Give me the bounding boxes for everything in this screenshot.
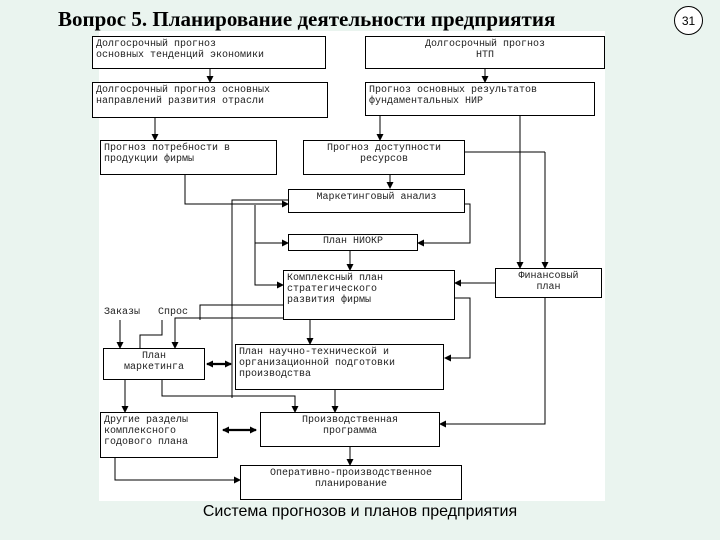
financial-plan-box: Финансовый план — [495, 268, 602, 298]
orders-label: Заказы — [104, 307, 141, 318]
strategic-plan-box: Комплексный план стратегического развити… — [283, 270, 455, 320]
other-sections-box: Другие разделы комплексного годового пла… — [100, 412, 218, 458]
operational-planning-box: Оперативно-производственное планирование — [240, 465, 462, 500]
stp-forecast-box: Долгосрочный прогноз НТП — [365, 36, 605, 69]
econ-forecast-box: Долгосрочный прогноз основных тенденций … — [92, 36, 326, 69]
demand-forecast-box: Прогноз потребности в продукции фирмы — [100, 140, 277, 175]
tech-plan-box: План научно-технической и организационно… — [235, 344, 444, 390]
industry-forecast-box: Долгосрочный прогноз основных направлени… — [92, 82, 328, 118]
niokr-plan-box: План НИОКР — [288, 234, 418, 251]
diagram-caption: Система прогнозов и планов предприятия — [202, 503, 518, 520]
resource-forecast-box: Прогноз доступности ресурсов — [303, 140, 465, 175]
marketing-plan-box: План маркетинга — [103, 348, 205, 380]
page-number-badge: 31 — [674, 6, 703, 35]
research-forecast-box: Прогноз основных результатов фундаментал… — [365, 82, 595, 116]
demand-label: Спрос — [158, 307, 189, 318]
slide-title: Вопрос 5. Планирование деятельности пред… — [58, 7, 556, 31]
marketing-analysis-box: Маркетинговый анализ — [288, 189, 465, 213]
production-program-box: Производственная программа — [260, 412, 440, 447]
